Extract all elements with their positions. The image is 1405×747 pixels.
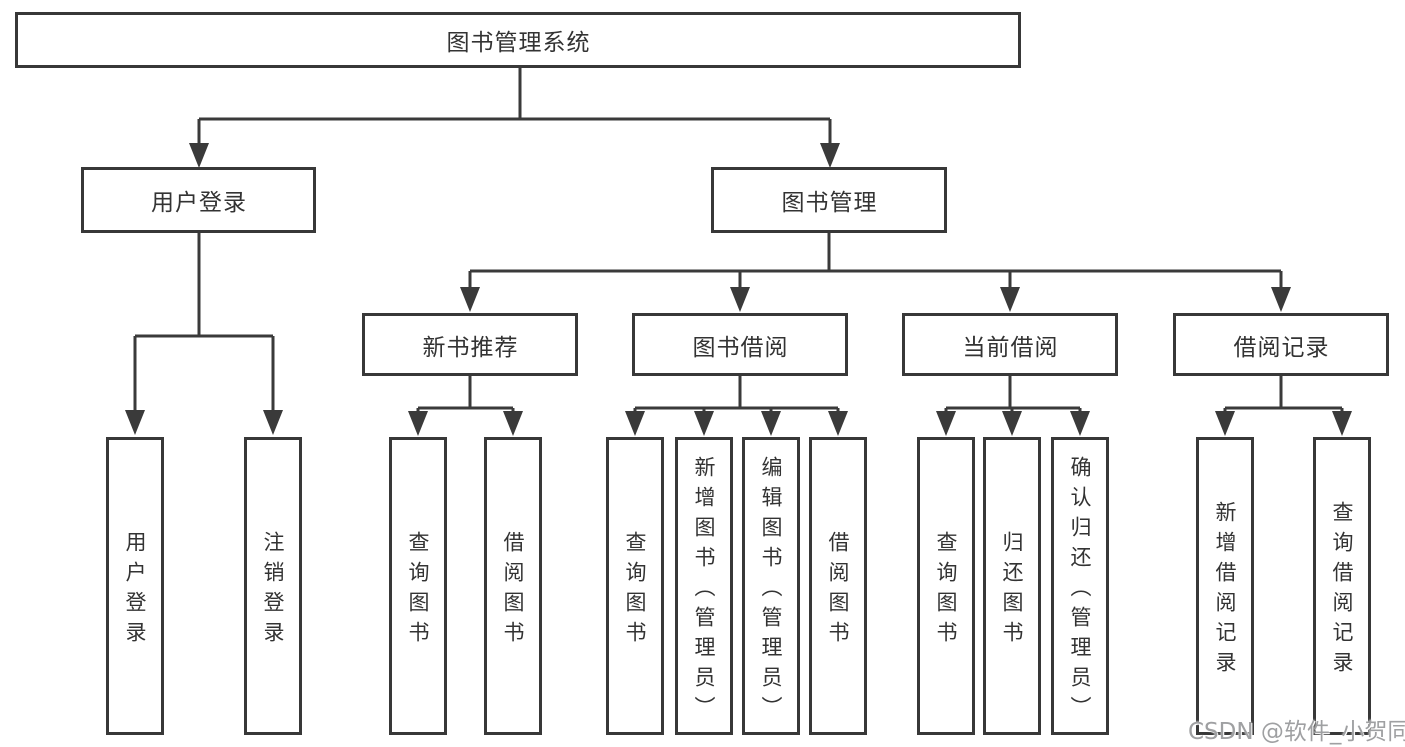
node-user-login: 用户登录 — [81, 167, 316, 233]
node-current-borrowing-label: 当前借阅 — [962, 334, 1059, 361]
node-leaf-borrow-books-2: 借阅图书 — [809, 437, 867, 735]
node-leaf-query-books-1-label: 查询图书 — [406, 530, 430, 651]
node-book-borrowing: 图书借阅 — [632, 313, 848, 376]
node-leaf-query-borrow-record: 查询借阅记录 — [1313, 437, 1371, 735]
node-leaf-query-books-2-label: 查询图书 — [623, 530, 647, 651]
node-leaf-add-borrow-record: 新增借阅记录 — [1196, 437, 1254, 735]
node-borrowing-records: 借阅记录 — [1173, 313, 1389, 376]
node-book-management-label: 图书管理 — [781, 190, 878, 216]
node-leaf-query-books-2: 查询图书 — [606, 437, 664, 735]
node-leaf-confirm-return-admin-label: 确认归还（管理员） — [1068, 455, 1092, 726]
node-leaf-return-books: 归还图书 — [983, 437, 1041, 735]
node-leaf-user-login: 用户登录 — [106, 437, 164, 735]
node-current-borrowing: 当前借阅 — [902, 313, 1118, 376]
node-leaf-query-books-3-label: 查询图书 — [934, 530, 958, 651]
node-leaf-borrow-books-2-label: 借阅图书 — [826, 530, 850, 651]
node-book-borrowing-label: 图书借阅 — [692, 334, 789, 361]
tree-edges — [133, 68, 1344, 413]
node-leaf-confirm-return-admin: 确认归还（管理员） — [1051, 437, 1109, 735]
node-leaf-user-login-label: 用户登录 — [123, 530, 147, 651]
node-borrowing-records-label: 借阅记录 — [1233, 334, 1330, 361]
node-leaf-edit-book-admin: 编辑图书（管理员） — [742, 437, 800, 735]
node-leaf-add-book-admin-label: 新增图书（管理员） — [692, 455, 716, 726]
node-leaf-return-books-label: 归还图书 — [1000, 530, 1024, 651]
node-leaf-borrow-books-1-label: 借阅图书 — [501, 530, 525, 651]
node-leaf-query-books-3: 查询图书 — [917, 437, 975, 735]
node-leaf-query-borrow-record-label: 查询借阅记录 — [1330, 500, 1354, 681]
csdn-watermark: CSDN @软件_小贺同学 — [1188, 719, 1405, 745]
node-leaf-logout: 注销登录 — [244, 437, 302, 735]
node-book-management: 图书管理 — [711, 167, 947, 233]
arrowheads — [125, 143, 1352, 436]
node-root-label: 图书管理系统 — [446, 30, 591, 56]
node-leaf-add-borrow-record-label: 新增借阅记录 — [1213, 500, 1237, 681]
node-leaf-borrow-books-1: 借阅图书 — [484, 437, 542, 735]
node-leaf-edit-book-admin-label: 编辑图书（管理员） — [759, 455, 783, 726]
node-new-book-recommend: 新书推荐 — [362, 313, 578, 376]
node-user-login-label: 用户登录 — [151, 190, 247, 216]
node-leaf-add-book-admin: 新增图书（管理员） — [675, 437, 733, 735]
node-leaf-logout-label: 注销登录 — [261, 530, 285, 651]
node-root: 图书管理系统 — [15, 12, 1021, 68]
node-new-book-recommend-label: 新书推荐 — [422, 334, 519, 361]
node-leaf-query-books-1: 查询图书 — [389, 437, 447, 735]
